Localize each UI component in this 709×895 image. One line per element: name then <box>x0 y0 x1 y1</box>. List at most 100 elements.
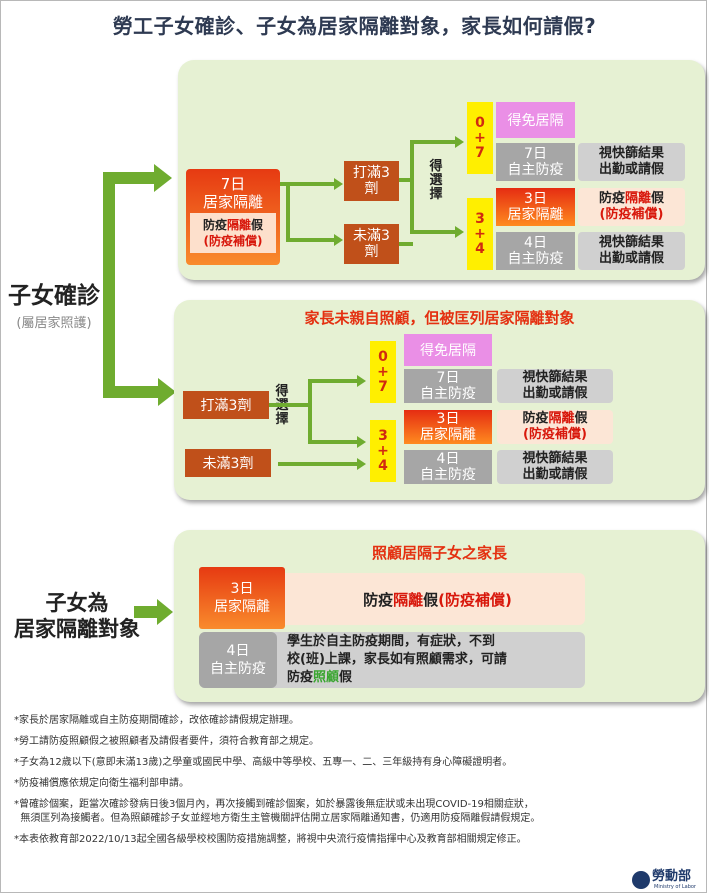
p2-leave-c: 假 <box>574 411 588 426</box>
p2-vax-not: 未滿3劑 <box>185 449 271 477</box>
p1-self4-line1: 4日 <box>524 235 547 251</box>
p3-desc-line3-c: 假 <box>339 670 353 685</box>
arrow-quarantine <box>157 599 173 625</box>
p1-branch-h1 <box>399 178 413 182</box>
child-quarantine-line1: 子女為 <box>45 591 109 615</box>
p3-self4-line1: 4日 <box>226 643 250 659</box>
p1-rapid2: 視快篩結果 出勤或請假 <box>578 232 685 270</box>
note-5: *曾確診個案，距當次確診發病日後3個月內，再次接觸到確診個案，如於暴露後無症狀或… <box>14 799 541 824</box>
p2-y2-c: 4 <box>378 457 388 474</box>
p3-self4-line2: 自主防疫 <box>210 661 266 677</box>
connector-quarantine <box>134 606 158 618</box>
p3-q3: 3日 居家隔離 <box>199 567 285 629</box>
p1-exempt: 得免居隔 <box>496 102 575 138</box>
p2-self7-line2: 自主防疫 <box>420 386 476 402</box>
p1-branch-head-top <box>455 136 464 148</box>
child-confirmed-label: 子女確診 (屬居家照護) <box>4 276 104 331</box>
p2-y1-b: + <box>377 363 389 380</box>
p3-leave-d: (防疫補償) <box>438 590 512 609</box>
p3-q3-line2: 居家隔離 <box>214 599 270 615</box>
child-confirmed-note: (屬居家照護) <box>16 316 92 331</box>
p1-choose-1: 得 <box>429 159 443 174</box>
p2-y1-a: 0 <box>378 348 388 365</box>
p2-q3-line1: 3日 <box>436 411 460 427</box>
p3-leave-a: 防疫 <box>363 590 394 609</box>
child-quarantine-line2: 居家隔離對象 <box>14 617 140 641</box>
p2-branch-v1 <box>308 379 312 444</box>
p1-vax-full: 打滿3 劑 <box>344 161 399 201</box>
p2-choose-3: 擇 <box>275 412 289 427</box>
p2-option-3-4: 3 + 4 <box>370 420 396 482</box>
main-quarantine-box: 7日 居家隔離 防疫隔離假 (防疫補償) <box>186 169 280 265</box>
p1-leave-c: 假 <box>651 191 665 206</box>
p2-vax-full: 打滿3劑 <box>183 391 269 419</box>
p1-q3-line1: 3日 <box>524 191 547 207</box>
p2-branch-head-top <box>357 375 366 387</box>
p1-leave-a: 防疫 <box>598 191 625 206</box>
p2-branch-head-mid <box>357 436 366 448</box>
p2-q3-line2: 居家隔離 <box>420 427 476 443</box>
p1-vax-not: 未滿3 劑 <box>344 224 399 264</box>
p2-rapid-line2: 出勤或請假 <box>522 386 588 401</box>
p1-rapid-line1: 視快篩結果 <box>598 146 664 161</box>
note-2: *勞工請防疫照顧假之被照顧者及請假者要件，須符合教育部之規定。 <box>14 736 319 747</box>
p2-self4-line2: 自主防疫 <box>420 467 476 483</box>
p1-rapid2-line2: 出勤或請假 <box>598 251 664 266</box>
p2-branch-mid <box>308 440 358 444</box>
p3-desc-line2: 校(班)上課，家長如有照顧需求，可請 <box>287 652 507 667</box>
p2-branch-top <box>308 379 358 383</box>
connector-bottom-arm <box>103 386 159 398</box>
p3-leave-c: 假 <box>423 590 439 609</box>
p3-desc-line3-b: 照顧 <box>313 670 340 685</box>
ministry-logo-english: Ministry of Labor <box>654 884 696 890</box>
p2-y2-b: + <box>377 442 389 459</box>
connector-vertical <box>103 172 115 398</box>
p3-self4: 4日 自主防疫 <box>199 632 277 688</box>
p1-branch-mid <box>410 230 456 234</box>
note-1: *家長於居家隔離或自主防疫期間確診，改依確診請假規定辦理。 <box>14 715 299 726</box>
p1-y1-b: + <box>474 129 486 146</box>
p3-leave-b: 隔離 <box>393 590 424 609</box>
p1-choose-2: 選 <box>429 173 443 188</box>
p2-leave-a: 防疫 <box>522 411 549 426</box>
p2-exempt-text: 得免居隔 <box>420 343 476 359</box>
child-confirmed-text: 子女確診 <box>8 283 100 309</box>
p1-exempt-text: 得免居隔 <box>507 113 564 129</box>
p1-y2-b: + <box>474 225 486 242</box>
page-title: 勞工子女確診、子女為居家隔離對象，家長如何請假? <box>112 14 597 38</box>
main-quarantine-line2: 居家隔離 <box>202 193 263 211</box>
p1-y2-a: 3 <box>475 210 485 227</box>
p1-self7-line2: 自主防疫 <box>507 162 564 178</box>
p3-leave: 防疫隔離假(防疫補償) <box>290 573 585 625</box>
p1-self4-line2: 自主防疫 <box>507 251 564 267</box>
p1-branch-low <box>399 242 413 246</box>
p1-y1-a: 0 <box>475 114 485 131</box>
p1-choose-3: 擇 <box>429 187 443 202</box>
p2-branch-head-low <box>357 458 366 470</box>
p1-self7: 7日 自主防疫 <box>496 143 575 181</box>
p2-heading: 家長未親自照顧，但被匡列居家隔離對象 <box>304 309 575 327</box>
p2-q3: 3日 居家隔離 <box>404 410 492 444</box>
p1-self7-line1: 7日 <box>524 146 547 162</box>
p1-option-3-4: 3 + 4 <box>467 198 493 270</box>
connector-top-arm <box>103 172 155 184</box>
p1-option-0-7: 0 + 7 <box>467 102 493 174</box>
p1-leave-d: (防疫補償) <box>599 207 664 222</box>
main-leave-box: 防疫隔離假 (防疫補償) <box>190 213 276 253</box>
p1-branch-v1 <box>410 140 414 234</box>
p1-head-1 <box>334 178 343 190</box>
p2-rapid2: 視快篩結果 出勤或請假 <box>497 450 613 484</box>
p2-branch-low <box>278 462 358 466</box>
note-4: *防疫補償應依規定向衛生福利部申請。 <box>14 778 189 789</box>
p2-rapid-line1: 視快篩結果 <box>522 370 588 385</box>
p2-branch-h1 <box>269 403 311 407</box>
main-leave-c: 假 <box>251 218 264 232</box>
p2-rapid: 視快篩結果 出勤或請假 <box>497 369 613 403</box>
p1-rapid2-line1: 視快篩結果 <box>598 235 664 250</box>
note-3: *子女為12歲以下(意即未滿13歲)之學童或國民中學、高級中等學校、五專一、二、… <box>14 757 513 768</box>
main-leave-d: (防疫補償) <box>203 234 263 248</box>
arrow-bottom <box>158 378 176 406</box>
child-quarantine-label: 子女為 居家隔離對象 <box>2 590 152 642</box>
note-6: *本表依教育部2022/10/13起全國各級學校校園防疫措施調整，將視中央流行疫… <box>14 834 527 845</box>
